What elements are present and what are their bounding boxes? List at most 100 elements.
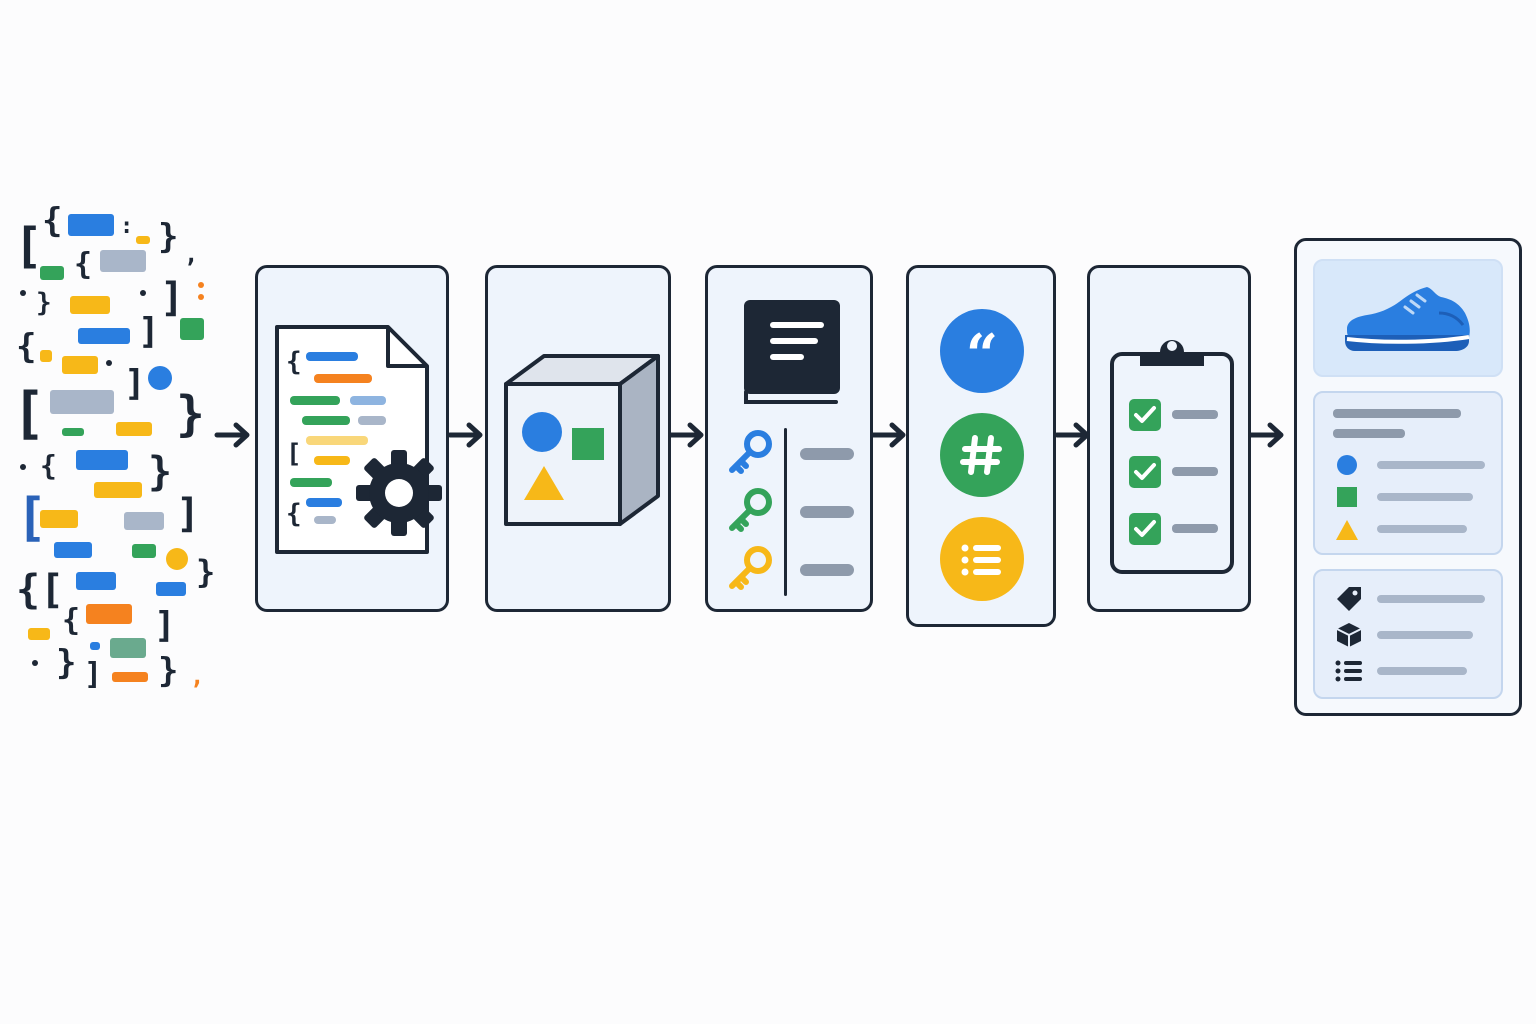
field-line [800,448,854,460]
brace-icon: } [176,386,205,442]
attr-line [1377,493,1473,501]
svg-text:{: { [286,499,302,529]
model-panel [485,265,671,612]
bracket-icon: [ [40,567,65,613]
key-icon [729,488,772,532]
dot [20,290,26,296]
checkbox-icon [1129,513,1161,545]
token-chip [68,214,114,236]
brace-icon: } [148,449,173,495]
brace-icon: } [158,217,179,257]
token-chip [70,296,110,314]
check-line [1172,410,1218,419]
token-chip [62,356,98,374]
token-chip [78,328,130,344]
svg-text:“: “ [966,322,998,388]
comma-glyph: , [190,662,205,690]
checkbox-icon [1129,456,1161,488]
svg-text:[: [ [286,439,302,469]
cube-icon [504,354,660,526]
circle-icon [1337,455,1357,475]
attr-line [1377,461,1485,469]
key-icon [729,546,772,590]
bracket-icon: ] [124,363,146,404]
token-chip [40,350,52,362]
brace-icon: { [62,603,81,638]
token-chip [110,638,146,658]
dot [106,360,112,366]
token-chip [76,450,128,470]
bracket-icon: [ [12,381,46,446]
title-line [1333,409,1461,418]
brace-icon: } [196,553,216,591]
key-icon [729,430,772,474]
colon-glyph: : [120,214,134,239]
token-chip [28,628,50,640]
meta-line [1377,631,1473,639]
token-chip [90,642,100,650]
hash-icon [940,413,1024,497]
arrow-right-icon [668,422,704,448]
quote-icon: “ [940,309,1024,393]
divider [784,428,787,596]
token-chip [76,572,116,590]
bracket-icon: ] [160,275,185,321]
bracket-icon: ] [176,491,201,537]
token-chip [54,542,92,558]
token-chip [40,510,78,528]
product-card-panel [1294,238,1522,716]
brace-icon: { [16,327,37,367]
token-chip [156,582,186,596]
brace-icon: { [74,247,93,282]
check-line [1172,524,1218,533]
dot [32,660,38,666]
token-chip [40,266,64,280]
bracket-icon: ] [138,311,160,352]
book-icon [744,300,840,404]
attr-line [1377,525,1467,533]
triangle-icon [524,466,564,500]
types-panel: “ [906,265,1056,627]
bracket-icon: ] [84,657,103,692]
token-chip [62,428,84,436]
triangle-icon [1336,520,1358,540]
field-line [800,506,854,518]
token-chip [86,604,132,624]
brace-icon: { [40,449,57,482]
brace-icon: } [56,643,77,683]
check-line [1172,467,1218,476]
token-chip [180,318,204,340]
brace-icon: { [16,567,41,613]
dot [198,294,204,300]
square-icon [1337,487,1357,507]
token-chip [50,390,114,414]
checkbox-icon [1129,399,1161,431]
box-icon [1336,623,1362,647]
brace-icon: } [36,288,52,318]
square-icon [572,428,604,460]
dot [140,290,146,296]
field-line [800,564,854,576]
token-chip [132,544,156,558]
bracket-icon: ] [154,605,176,646]
arrow-right-icon [447,422,483,448]
product-details-card [1313,391,1503,555]
product-meta-card [1313,569,1503,699]
meta-line [1377,667,1467,675]
tag-icon [1337,587,1361,611]
token-chip [136,236,150,244]
validate-panel [1087,265,1251,612]
brace-icon: { [42,201,63,241]
circle-icon [522,412,562,452]
svg-text:{: { [286,347,302,377]
product-image-area [1313,259,1503,377]
brace-icon: } [158,651,179,691]
token-chip [116,422,152,436]
arrow-right-icon [1248,422,1284,448]
clipboard-icon [1110,340,1234,574]
schema-panel [705,265,873,612]
gear-icon [356,450,442,536]
meta-line [1377,595,1485,603]
circle-token [148,366,172,390]
comma-glyph: , [184,240,199,268]
